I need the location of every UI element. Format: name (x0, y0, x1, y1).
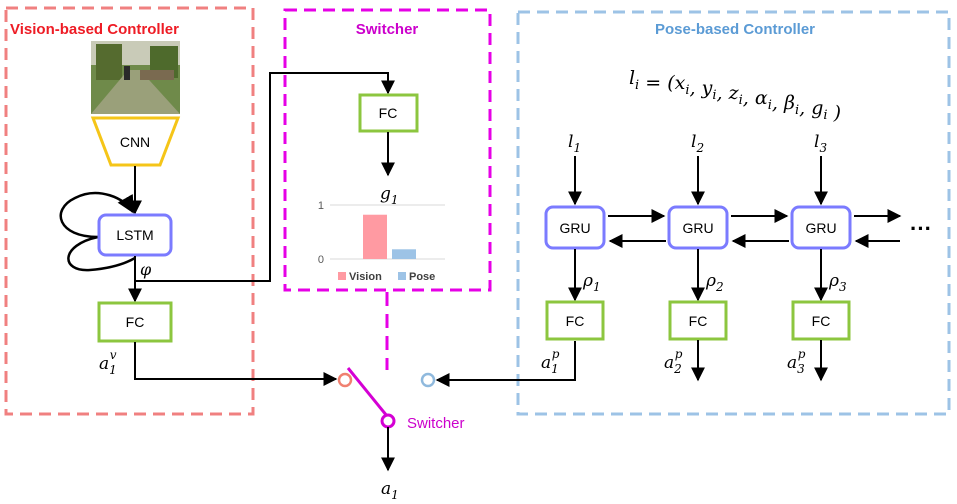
pose-input-label-3: l3 (814, 132, 827, 155)
gru-block-1 (544, 205, 606, 250)
pose-panel-title: Pose-based Controller (655, 21, 815, 38)
hidden-state-label-3: ρ3 (828, 271, 847, 294)
hidden-state-label-2: ρ2 (705, 271, 724, 294)
vision-action-label: a1v (99, 348, 117, 377)
pose-fc-block-1 (545, 300, 605, 341)
vision-input-port (337, 372, 353, 388)
pose-formula: li = (xi, yi, zi, αi, βi, gi ) (629, 67, 841, 124)
switch-label: Switcher (407, 415, 465, 432)
switcher-panel-title: Switcher (356, 21, 419, 38)
pose-input-label-2: l2 (691, 132, 704, 155)
switch-lever (346, 367, 389, 417)
legend-label-vision: Vision (349, 271, 382, 283)
legend-swatch-vision (338, 272, 346, 280)
pose-input-label-1: l1 (568, 132, 581, 155)
gru-label-2: GRU (682, 220, 713, 236)
final-action-label: a1 (381, 479, 399, 502)
lstm-recurrence-loop (59, 191, 135, 239)
pose-fc-label-1: FC (566, 313, 585, 329)
vision-panel-border (4, 6, 255, 416)
pose-input-port (420, 372, 436, 388)
pose-panel-border (516, 10, 951, 416)
chart-ytick-label: 0 (318, 254, 324, 266)
pose-fc-block-2 (668, 300, 728, 341)
phi-label: φ (140, 260, 152, 279)
vision-fc-label: FC (126, 314, 145, 330)
pose-fc-block-3 (791, 300, 851, 341)
cnn-block (90, 116, 181, 167)
lstm-block (97, 213, 173, 257)
hidden-state-label-1: ρ1 (582, 271, 601, 294)
lstm-label: LSTM (116, 227, 153, 243)
switcher-fc-block (358, 93, 419, 133)
pose-fc-label-2: FC (689, 313, 708, 329)
pose-action-label-2: a2p (664, 347, 683, 376)
gru-block-2 (667, 205, 729, 250)
vision-action-to-switch (134, 342, 338, 386)
camera-image (91, 41, 180, 114)
chart-ytick-label: 1 (318, 200, 324, 212)
legend-swatch-pose (398, 272, 406, 280)
gru-label-3: GRU (805, 220, 836, 236)
switcher-panel-border (283, 8, 492, 292)
switch-pivot (380, 413, 396, 429)
pose-action-to-switch (435, 341, 576, 387)
gru-label-1: GRU (559, 220, 590, 236)
legend-label-pose: Pose (409, 271, 435, 283)
switcher-fc-label: FC (379, 105, 398, 121)
gate-label: g1 (380, 184, 399, 207)
phi-to-switcher-connection (135, 72, 395, 282)
cnn-label: CNN (120, 134, 150, 150)
pose-action-label-3: a3p (787, 347, 806, 376)
lstm-recurrence-loop-lower (67, 235, 136, 272)
vision-fc-block (97, 301, 173, 343)
gru-block-3 (790, 205, 852, 250)
chart-bar-pose (392, 249, 416, 259)
vision-panel-title: Vision-based Controller (10, 21, 179, 38)
pose-fc-label-3: FC (812, 313, 831, 329)
pose-action-label-1: a1p (541, 347, 560, 376)
chart-bar-vision (363, 214, 387, 259)
continuation-ellipsis: ··· (910, 216, 932, 241)
